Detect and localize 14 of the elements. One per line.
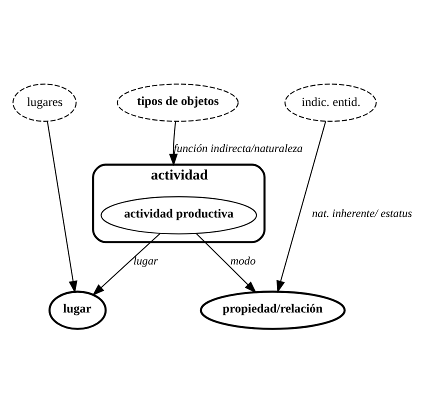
node-ellipse: lugar — [48, 290, 107, 330]
edge-label: lugar — [133, 256, 158, 268]
node-ellipse: tipos de objetos — [116, 84, 239, 122]
edge-label: modo — [230, 256, 256, 268]
node-ellipse: actividad productiva — [100, 196, 257, 234]
arrow — [276, 121, 326, 293]
node-ellipse: indic. entid. — [284, 84, 377, 122]
node-ellipse: lugares — [12, 84, 77, 122]
arrow — [169, 121, 178, 166]
arrow — [196, 233, 257, 294]
arrow — [92, 232, 161, 296]
arrow — [46, 121, 78, 294]
edge-label: nat. inherente/ estatus — [312, 208, 412, 220]
node-ellipse: propiedad/relación — [200, 290, 346, 330]
